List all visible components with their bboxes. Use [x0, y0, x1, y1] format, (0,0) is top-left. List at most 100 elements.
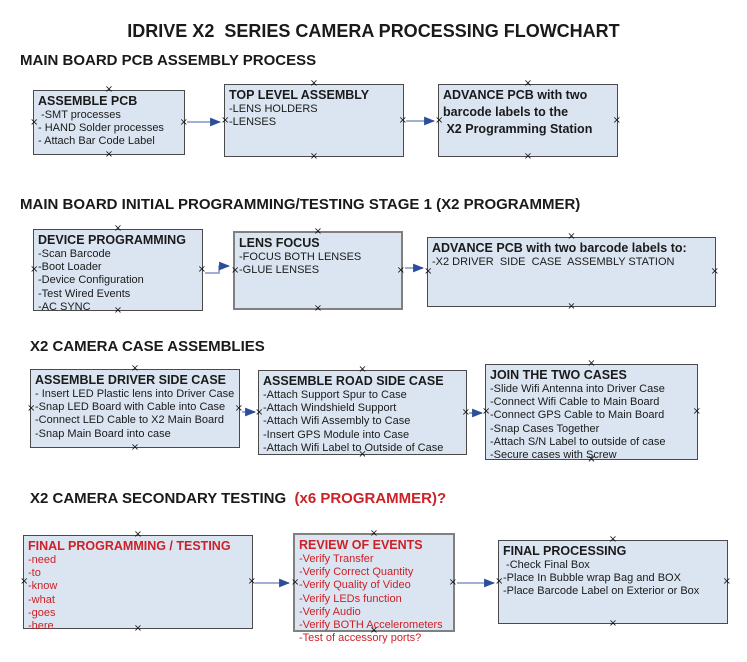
box-item: -what [28, 593, 55, 606]
box-title: FINAL PROGRAMMING / TESTING [28, 539, 231, 553]
page-title: IDRIVE X2 SERIES CAMERA PROCESSING FLOWC… [127, 21, 620, 41]
box-item: -Check Final Box [503, 559, 590, 571]
box-item: -X2 DRIVER SIDE CASE ASSEMBLY STATION [432, 256, 675, 268]
flow-box-device-programming[interactable]: DEVICE PROGRAMMING -Scan Barcode -Boot L… [30, 224, 206, 316]
box-item: -Attach Windshield Support [263, 402, 397, 415]
box-item: -Snap LED Board with Cable into Case [35, 401, 226, 414]
section-heading-secondary-testing: X2 CAMERA SECONDARY TESTING (x6 PROGRAMM… [30, 490, 446, 507]
box-item: - HAND Solder processes [38, 122, 164, 135]
connector-handle: × [710, 266, 719, 277]
connector-handle: × [722, 576, 731, 587]
box-item: -FOCUS BOTH LENSES [239, 251, 362, 263]
box-item: -Verify Quality of Video [299, 579, 411, 592]
box-item: -AC SYNC [38, 300, 91, 313]
box-item: -know [28, 580, 58, 593]
box-item: -Place In Bubble wrap Bag and BOX [503, 572, 681, 585]
box-item: -Verify LEDs function [299, 592, 402, 605]
box-item: -SMT processes [38, 109, 121, 121]
connector-handle: × [309, 151, 319, 162]
box-item: -goes [28, 606, 56, 619]
flow-box-advance-pcb-programming-station[interactable]: ADVANCE PCB with two barcode labels to t… [435, 79, 621, 162]
connector-handle: × [396, 264, 405, 276]
box-item: -Verify Transfer [299, 553, 374, 565]
box-item: -Place Barcode Label on Exterior or Box [503, 585, 700, 598]
flow-box-join-the-two-cases[interactable]: JOIN THE TWO CASES -Slide Wifi Antenna i… [482, 359, 701, 465]
section-heading-text: MAIN BOARD INITIAL PROGRAMMING/TESTING S… [20, 196, 581, 213]
connector-handle: × [179, 116, 188, 128]
box-title: ASSEMBLE ROAD SIDE CASE [263, 374, 444, 388]
section-heading-initial-programming: MAIN BOARD INITIAL PROGRAMMING/TESTING S… [20, 196, 580, 213]
box-item: -Connect LED Cable to X2 Main Board [35, 414, 224, 427]
box-title: FINAL PROCESSING [503, 544, 627, 558]
box-item: -Test Wired Events [38, 287, 131, 300]
box-item: -Connect Wifi Cable to Main Board [490, 396, 660, 409]
box-item: -Test of accessory ports? [299, 632, 422, 645]
box-item: - Insert LED Plastic lens into Driver Ca… [35, 388, 235, 400]
box-title: TOP LEVEL ASSEMBLY [229, 88, 370, 102]
flow-box-final-processing[interactable]: FINAL PROCESSING -Check Final Box -Place… [495, 535, 731, 629]
connector-handle: × [104, 149, 114, 160]
box-title: ADVANCE PCB with two barcode labels to: [432, 241, 687, 255]
flow-box-final-programming-testing[interactable]: FINAL PROGRAMMING / TESTING -need -to -k… [20, 530, 256, 634]
box-item: -Snap Cases Together [490, 422, 600, 435]
connector-handle: × [197, 264, 206, 275]
box-item: -LENS HOLDERS [229, 103, 318, 115]
flow-box-lens-focus[interactable]: LENS FOCUS -FOCUS BOTH LENSES -GLUE LENS… [231, 227, 405, 314]
connector-handle: × [130, 442, 140, 453]
box-title: JOIN THE TWO CASES [490, 368, 627, 382]
section-heading-case-assemblies: X2 CAMERA CASE ASSEMBLIES [30, 338, 265, 355]
box-title: ADVANCE PCB with two [443, 88, 588, 102]
connector-handle: × [448, 576, 457, 588]
section-heading-pcb-assembly: MAIN BOARD PCB ASSEMBLY PROCESS [20, 52, 316, 69]
connector-handle: × [608, 618, 618, 629]
section-heading-red-text: (x6 PROGRAMMER)? [294, 490, 447, 507]
flow-box-assemble-driver-side-case[interactable]: ASSEMBLE DRIVER SIDE CASE - Insert LED P… [27, 364, 243, 453]
box-item: -Verify Correct Quantity [299, 566, 414, 579]
section-heading-text: MAIN BOARD PCB ASSEMBLY PROCESS [20, 52, 317, 69]
flow-box-advance-pcb-driver-side[interactable]: ADVANCE PCB with two barcode labels to: … [424, 232, 719, 312]
box-title: REVIEW OF EVENTS [299, 538, 423, 552]
connector-handle: × [692, 406, 701, 417]
box-item: -need [28, 554, 57, 566]
box-item: -Verify BOTH Accelerometers [299, 619, 443, 632]
box-item: - Attach Bar Code Label [38, 135, 155, 148]
box-title: ASSEMBLE PCB [38, 94, 138, 108]
connector-handle: × [461, 406, 470, 418]
box-item: X2 Programming Station [443, 122, 593, 136]
box-item: -Attach S/N Label to outside of case [490, 435, 666, 448]
arrow-deviceprog-to-lensfocus [205, 261, 231, 274]
connector-handle: × [398, 114, 407, 126]
box-item: -LENSES [229, 116, 277, 129]
box-item: -Device Configuration [38, 274, 144, 287]
box-item: -Slide Wifi Antenna into Driver Case [490, 383, 665, 395]
box-item: -here [28, 620, 54, 633]
section-heading-text: X2 CAMERA SECONDARY TESTING [30, 490, 295, 507]
connector-handle: × [567, 301, 576, 312]
box-item: -Boot Loader [38, 261, 102, 274]
flow-box-assemble-pcb[interactable]: ASSEMBLE PCB -SMT processes - HAND Solde… [30, 85, 188, 160]
box-item: -Snap Main Board into case [35, 427, 171, 440]
box-item: -Secure cases with Screw [490, 449, 617, 462]
box-title: ASSEMBLE DRIVER SIDE CASE [35, 373, 227, 387]
connector-handle: × [247, 576, 256, 587]
connector-handle: × [523, 151, 533, 162]
box-item: -Scan Barcode [38, 248, 111, 260]
box-title: DEVICE PROGRAMMING [38, 233, 186, 247]
connector-handle: × [612, 114, 621, 126]
box-item: -GLUE LENSES [239, 264, 320, 277]
flow-box-top-level-assembly[interactable]: TOP LEVEL ASSEMBLY -LENS HOLDERS -LENSES… [221, 79, 407, 162]
box-title: LENS FOCUS [239, 236, 320, 250]
box-item: -to [28, 567, 41, 580]
connector-handle: × [234, 402, 243, 414]
box-item: barcode labels to the [443, 105, 569, 119]
connector-handle: × [313, 303, 323, 314]
box-item: -Attach Wifi Label to Outside of Case [263, 441, 444, 454]
section-heading-text: X2 CAMERA CASE ASSEMBLIES [30, 338, 265, 355]
box-item: -Verify Audio [299, 605, 361, 618]
flow-box-review-of-events[interactable]: REVIEW OF EVENTS -Verify Transfer -Verif… [291, 529, 457, 645]
box-item: -Insert GPS Module into Case [263, 428, 410, 441]
box-item: -Attach Support Spur to Case [263, 389, 407, 401]
flow-box-assemble-road-side-case[interactable]: ASSEMBLE ROAD SIDE CASE -Attach Support … [255, 365, 470, 460]
box-item: -Attach Wifi Assembly to Case [263, 415, 411, 428]
